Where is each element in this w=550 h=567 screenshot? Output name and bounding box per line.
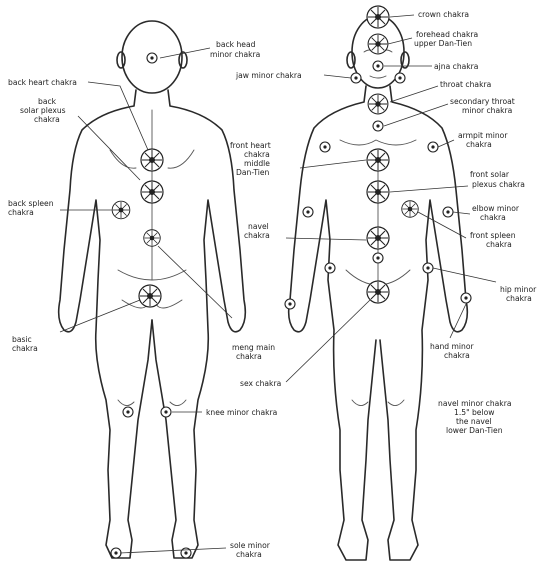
secondary-throat-label-2: minor chakra — [462, 106, 512, 115]
back-solar-plexus-chakra-icon — [141, 181, 163, 203]
jaw-minor-chakra-right-icon — [395, 73, 405, 83]
back-heart-chakra-icon — [141, 149, 163, 171]
front-spleen-chakra-icon — [402, 201, 419, 218]
labels: back head minor chakra back heart chakra… — [8, 10, 537, 559]
armpit-label-2: chakra — [466, 140, 492, 149]
back-spleen-label-2: chakra — [8, 208, 34, 217]
meng-main-chakra-icon — [144, 230, 161, 247]
back-solar-label-1: back — [38, 97, 57, 106]
crown-chakra-icon — [367, 6, 389, 28]
ajna-label: ajna chakra — [434, 62, 478, 71]
elbow-label-2: chakra — [480, 213, 506, 222]
navel-chakra-icon — [367, 227, 389, 249]
front-solar-label-2: plexus chakra — [472, 180, 525, 189]
hand-minor-chakra-left-icon — [285, 299, 295, 309]
back-spleen-label-1: back spleen — [8, 199, 54, 208]
front-heart-label-1: front heart — [230, 141, 271, 150]
elbow-label-1: elbow minor — [472, 204, 520, 213]
back-figure — [59, 21, 246, 558]
hip-minor-chakra-right-icon — [423, 263, 433, 273]
armpit-minor-chakra-left-icon — [320, 142, 330, 152]
navel-label-1: navel — [248, 222, 269, 231]
throat-label: throat chakra — [440, 80, 491, 89]
leader-lines — [60, 15, 496, 553]
sole-label-1: sole minor — [230, 541, 271, 550]
jaw-minor-chakra-left-icon — [351, 73, 361, 83]
back-solar-label-2: solar plexus — [20, 106, 66, 115]
ajna-chakra-icon — [373, 61, 383, 71]
basic-label-2: chakra — [12, 344, 38, 353]
armpit-minor-chakra-right-icon — [428, 142, 438, 152]
hand-label-1: hand minor — [430, 342, 474, 351]
knee-label: knee minor chakra — [206, 408, 277, 417]
sole-minor-chakra-left-icon — [111, 548, 121, 558]
front-solar-label-1: front solar — [470, 170, 510, 179]
forehead-label-1: forehead chakra — [416, 30, 478, 39]
navel-minor-label-1: navel minor chakra — [438, 399, 511, 408]
front-heart-label-3: middle — [244, 159, 270, 168]
front-spleen-label-1: front spleen — [470, 231, 516, 240]
back-solar-label-3: chakra — [34, 115, 60, 124]
front-heart-label-2: chakra — [244, 150, 270, 159]
hand-label-2: chakra — [444, 351, 470, 360]
back-head-label-1: back head — [216, 40, 256, 49]
navel-minor-label-2: 1.5" below — [454, 408, 494, 417]
crown-label: crown chakra — [418, 10, 469, 19]
navel-minor-chakra-icon — [373, 253, 383, 263]
secondary-throat-label-1: secondary throat — [450, 97, 515, 106]
navel-label-2: chakra — [244, 231, 270, 240]
back-spleen-chakra-icon — [112, 201, 130, 219]
back-head-label-2: minor chakra — [210, 50, 260, 59]
secondary-throat-chakra-icon — [373, 121, 383, 131]
navel-minor-label-3: the navel — [456, 417, 492, 426]
basic-chakra-icon — [139, 285, 161, 307]
basic-label-1: basic — [12, 335, 32, 344]
jaw-label: jaw minor chakra — [235, 71, 302, 80]
hand-minor-chakra-right-icon — [461, 293, 471, 303]
back-heart-label: back heart chakra — [8, 78, 77, 87]
hip-minor-chakra-left-icon — [325, 263, 335, 273]
sex-chakra-icon — [367, 281, 389, 303]
back-head-chakra-icon — [147, 53, 157, 63]
knee-minor-chakra-left-icon — [123, 407, 133, 417]
armpit-label-1: armpit minor — [458, 131, 508, 140]
forehead-chakra-icon — [368, 34, 388, 54]
front-heart-label-4: Dan-Tien — [236, 168, 270, 177]
forehead-label-2: upper Dan-Tien — [414, 39, 472, 48]
sex-label: sex chakra — [240, 379, 281, 388]
throat-chakra-icon — [368, 94, 388, 114]
knee-minor-chakra-right-icon — [161, 407, 171, 417]
front-figure — [285, 6, 471, 560]
front-spleen-label-2: chakra — [486, 240, 512, 249]
front-solar-plexus-chakra-icon — [367, 181, 389, 203]
hip-label-2: chakra — [506, 294, 532, 303]
elbow-minor-chakra-left-icon — [303, 207, 313, 217]
sole-label-2: chakra — [236, 550, 262, 559]
elbow-minor-chakra-right-icon — [443, 207, 453, 217]
meng-main-label-1: meng main — [232, 343, 275, 352]
hip-label-1: hip minor — [500, 285, 537, 294]
meng-main-label-2: chakra — [236, 352, 262, 361]
front-heart-chakra-icon — [367, 149, 389, 171]
navel-minor-label-4: lower Dan-Tien — [446, 426, 503, 435]
